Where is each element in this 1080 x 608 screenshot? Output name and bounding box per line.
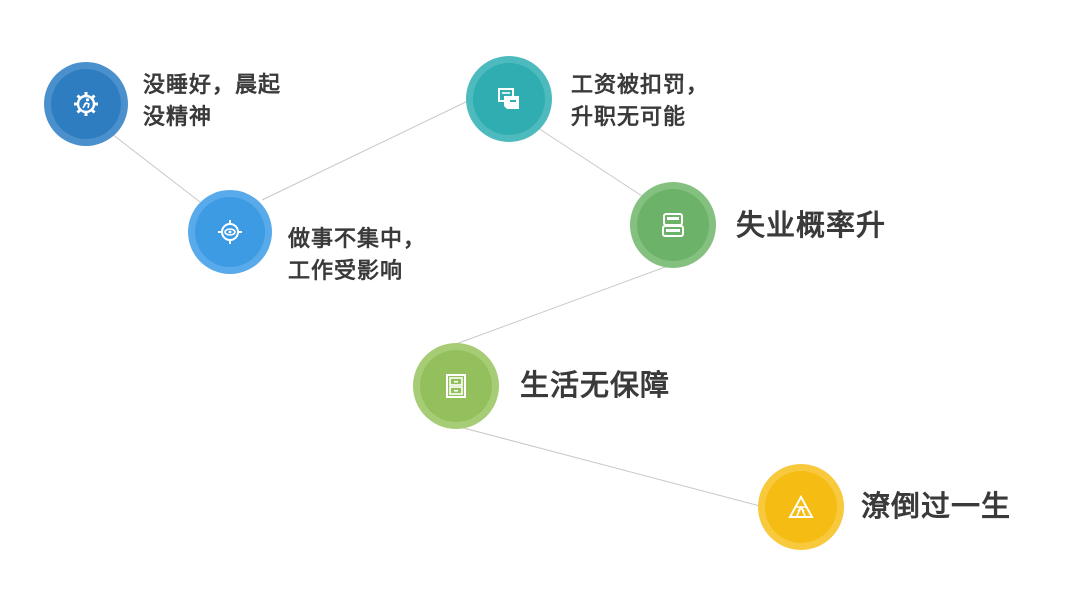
label-line: 工资被扣罚， <box>571 73 710 98</box>
label-unemployment-risk: 失业概率升 <box>736 207 886 243</box>
label-line: 没精神 <box>143 105 213 130</box>
cabinet-icon <box>446 374 466 398</box>
label-line: 做事不集中， <box>288 227 427 252</box>
label-salary-penalty: 工资被扣罚， 升职无可能 <box>571 70 709 134</box>
node-life-in-poverty <box>758 464 844 550</box>
connector-n4-n5 <box>455 265 669 345</box>
node-unemployment-risk <box>630 182 716 268</box>
node-salary-penalty <box>466 56 552 142</box>
label-life-in-poverty: 潦倒过一生 <box>861 488 1011 524</box>
node-distracted <box>188 190 272 274</box>
node-no-security <box>413 343 499 429</box>
triangle-icon <box>788 495 814 518</box>
node-poor-sleep <box>44 62 128 146</box>
label-line: 工作受影响 <box>288 259 404 284</box>
printer-icon <box>662 213 684 237</box>
connector-n2-n3 <box>261 99 471 201</box>
connector-n3-n4 <box>537 127 643 197</box>
connector-n5-n6 <box>455 425 761 507</box>
label-line: 没睡好，晨起 <box>143 73 282 98</box>
documents-icon <box>498 88 519 109</box>
label-line: 失业概率升 <box>736 208 887 242</box>
label-line: 生活无保障 <box>520 368 671 402</box>
label-no-security: 生活无保障 <box>520 367 670 403</box>
label-distracted: 做事不集中， 工作受影响 <box>288 224 426 288</box>
label-poor-sleep: 没睡好，晨起 没精神 <box>143 70 281 134</box>
target-eye-icon <box>218 220 242 244</box>
gear-person-icon <box>74 92 98 116</box>
label-line: 升职无可能 <box>571 105 687 130</box>
label-line: 潦倒过一生 <box>861 489 1012 523</box>
connector-n1-n2 <box>111 133 201 203</box>
